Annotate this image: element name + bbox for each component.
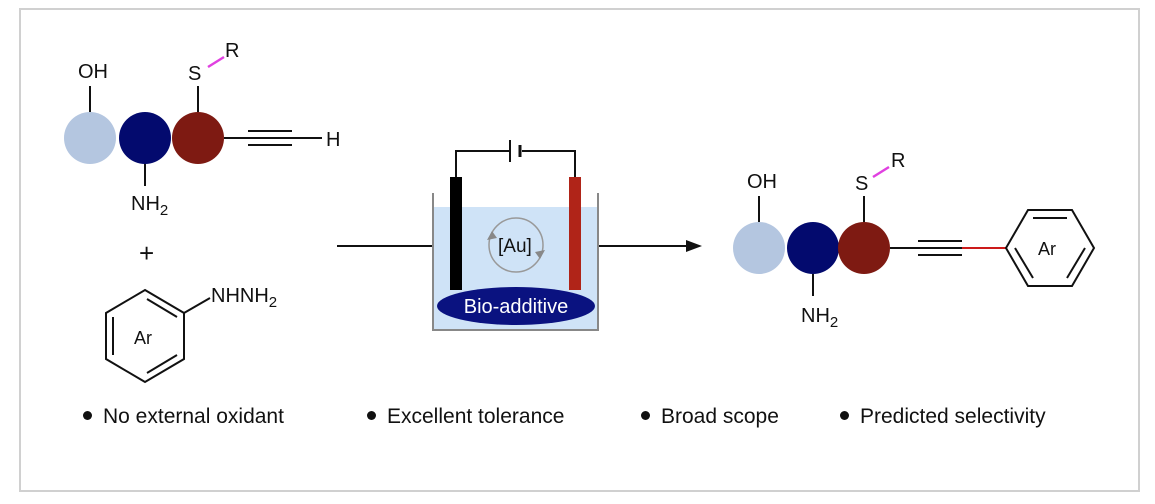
nhnh2-label: NHNH2 bbox=[211, 285, 277, 311]
bullet-dot bbox=[83, 410, 92, 420]
product-s-label: S bbox=[855, 173, 868, 195]
plus-sign: + bbox=[139, 238, 154, 268]
wire-left bbox=[455, 150, 510, 178]
product-nh2-label: NH2 bbox=[801, 305, 838, 331]
product-ar-label: Ar bbox=[1038, 239, 1056, 259]
nh2-label: NH2 bbox=[131, 193, 168, 219]
cycle-arrowhead-left bbox=[487, 231, 497, 240]
cycle-arrowhead-right bbox=[535, 250, 545, 259]
bullet-text: No external oxidant bbox=[103, 405, 284, 428]
product-s-r-bond bbox=[872, 165, 890, 179]
red-electrode bbox=[569, 177, 581, 290]
bullet-text: Broad scope bbox=[661, 405, 779, 428]
catalyst-label: [Au] bbox=[498, 236, 532, 257]
dark-red-bead bbox=[172, 112, 224, 164]
battery-icon bbox=[509, 140, 522, 162]
arrow-head bbox=[686, 240, 702, 252]
bio-additive-label: Bio-additive bbox=[464, 296, 569, 318]
product-navy-bead bbox=[787, 222, 839, 274]
product-peptide: OH S R Ar NH2 bbox=[733, 150, 1096, 331]
black-electrode bbox=[450, 177, 462, 290]
bullet-predicted-selectivity: Predicted selectivity bbox=[840, 405, 1046, 429]
s-r-bond bbox=[207, 55, 225, 69]
bullet-no-external-oxidant: No external oxidant bbox=[83, 405, 284, 429]
aromatic-double-bonds bbox=[112, 298, 178, 374]
product-r-label: R bbox=[891, 150, 905, 172]
beaker bbox=[432, 193, 599, 331]
alkyne-triple-bond bbox=[248, 130, 292, 146]
bullet-dot bbox=[641, 410, 650, 420]
aryl-hydrazine: Ar NHNH2 bbox=[105, 285, 277, 384]
bullet-text: Predicted selectivity bbox=[860, 405, 1046, 428]
bullet-broad-scope: Broad scope bbox=[641, 405, 779, 429]
s-label: S bbox=[188, 63, 201, 85]
bullet-dot bbox=[367, 410, 376, 420]
feature-list: No external oxidant Excellent tolerance … bbox=[0, 405, 1155, 441]
light-blue-bead bbox=[64, 112, 116, 164]
catalytic-cycle-icon bbox=[488, 217, 544, 273]
product-alkyne-triple-bond bbox=[918, 240, 962, 256]
navy-bead bbox=[119, 112, 171, 164]
electrochemical-cell: [Au] Bio-additive bbox=[432, 140, 599, 331]
ar-label: Ar bbox=[134, 328, 152, 348]
product-aromatic-double-bonds bbox=[1014, 217, 1086, 279]
reactant-peptide: OH S R H NH2 bbox=[64, 40, 340, 219]
wire-right bbox=[522, 150, 576, 178]
bio-additive-badge bbox=[437, 287, 595, 325]
ring-n-bond bbox=[183, 297, 211, 314]
h-label: H bbox=[326, 129, 340, 151]
bullet-excellent-tolerance: Excellent tolerance bbox=[367, 405, 564, 429]
bullet-text: Excellent tolerance bbox=[387, 405, 565, 428]
product-oh-label: OH bbox=[747, 171, 777, 193]
oh-label: OH bbox=[78, 61, 108, 83]
r-label: R bbox=[225, 40, 239, 62]
product-dark-red-bead bbox=[838, 222, 890, 274]
product-benzene-ring bbox=[1004, 209, 1096, 287]
bullet-dot bbox=[840, 410, 849, 420]
product-light-blue-bead bbox=[733, 222, 785, 274]
